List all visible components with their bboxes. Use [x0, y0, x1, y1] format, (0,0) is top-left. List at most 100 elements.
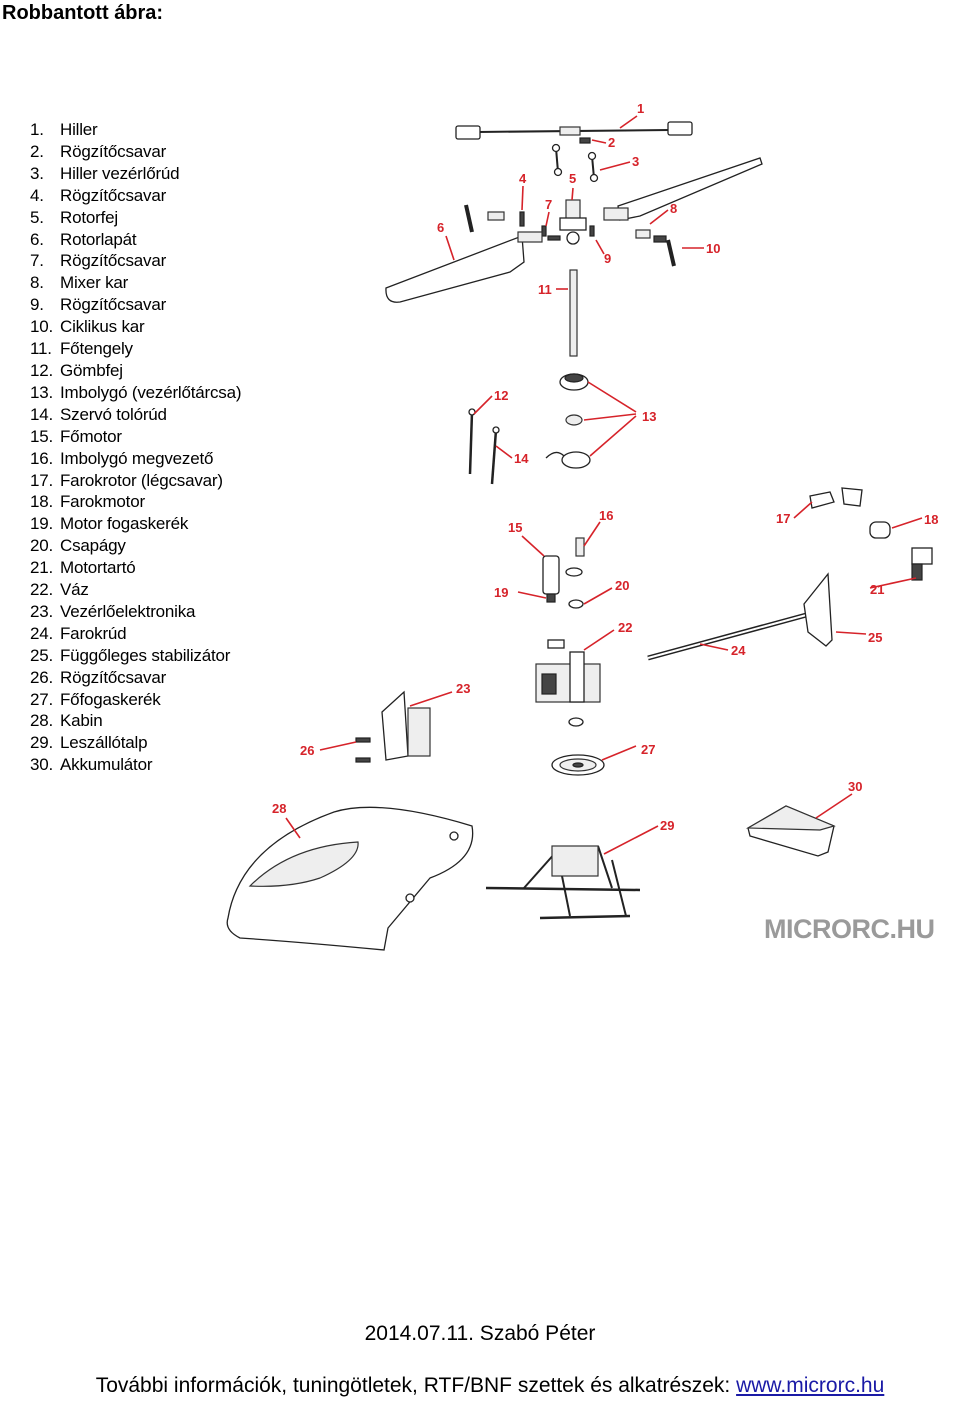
part-name: Farokmotor	[60, 492, 145, 512]
frame-screw-parts	[355, 737, 371, 763]
rotor-blade-left-part	[385, 204, 543, 303]
part-number: 26.	[30, 667, 54, 687]
main-frame-part	[535, 639, 601, 727]
part-name: Rotorfej	[60, 207, 118, 227]
swashplate-part	[545, 373, 591, 469]
callout-20: 20	[615, 578, 629, 593]
part-name: Motor fogaskerék	[60, 514, 189, 534]
part-name: Motortartó	[60, 558, 136, 578]
parts-list-item: 21. Motortartó	[30, 557, 241, 579]
swash-guide-part	[565, 537, 585, 609]
part-name: Rotorlapát	[60, 229, 137, 249]
callout-17: 17	[776, 511, 790, 526]
part-number: 7.	[30, 251, 44, 271]
main-gear-part	[551, 754, 605, 776]
parts-list-item: 29. Leszállótalp	[30, 732, 241, 754]
part-name: Rögzítőcsavar	[60, 667, 167, 687]
parts-list-item: 13. Imbolygó (vezérlőtárcsa)	[30, 382, 242, 404]
part-number: 23.	[30, 601, 54, 621]
battery-part	[745, 805, 836, 857]
parts-list-item: 6. Rotorlapát	[30, 229, 241, 251]
control-electronics-part	[381, 690, 431, 761]
footer-date-author: 2014.07.11. Szabó Péter	[364, 1322, 596, 1345]
part-number: 14.	[30, 404, 54, 424]
part-number: 30.	[30, 755, 54, 775]
part-name: Rögzítőcsavar	[60, 251, 167, 271]
part-number: 16.	[30, 448, 54, 468]
part-number: 11.	[30, 339, 52, 359]
callout-27: 27	[641, 742, 655, 757]
part-number: 21.	[30, 558, 54, 578]
part-name: Farokrotor (légcsavar)	[60, 470, 223, 490]
vertical-stabilizer-part	[803, 572, 833, 647]
parts-list-item: 2.Rögzítőcsavar	[30, 141, 241, 163]
part-name: Gömbfej	[60, 360, 123, 380]
website-link[interactable]: www.microrc.hu	[736, 1374, 885, 1397]
parts-list-item: 27.Főfogaskerék	[30, 689, 241, 711]
callout-14: 14	[514, 451, 529, 466]
callout-28: 28	[272, 801, 286, 816]
part-name: Vezérlőelektronika	[60, 601, 196, 621]
part-name: Főtengely	[60, 339, 133, 359]
callout-15: 15	[508, 520, 522, 535]
part-name: Ciklikus kar	[60, 317, 145, 337]
parts-list-item: 24. Farokrúd	[30, 623, 241, 645]
part-number: 1.	[30, 120, 44, 139]
part-number: 22.	[30, 580, 54, 600]
part-number: 15.	[30, 426, 54, 446]
part-number: 2.	[30, 141, 44, 161]
part-number: 17.	[30, 470, 54, 490]
part-name: Rögzítőcsavar	[60, 295, 167, 315]
callout-12: 12	[494, 388, 508, 403]
main-motor-part	[542, 555, 560, 603]
part-number: 29.	[30, 733, 54, 753]
hiller-flybar-part	[455, 121, 693, 140]
parts-list-item: 19.Motor fogaskerék	[30, 513, 241, 535]
callout-2: 2	[608, 135, 615, 150]
cyclic-arm-part	[666, 239, 676, 267]
parts-list-item: 18.Farokmotor	[30, 491, 241, 513]
tail-rotor-part	[809, 487, 863, 509]
callout-16: 16	[599, 508, 613, 523]
canopy-part	[226, 806, 474, 951]
parts-list-item: 8.Mixer kar	[30, 272, 241, 294]
callout-7: 7	[545, 197, 552, 212]
part-name: Farokrúd	[60, 623, 127, 643]
leader-lines	[285, 115, 923, 855]
parts-list-item: 17. Farokrotor (légcsavar)	[30, 470, 241, 492]
part-name: Hiller vezérlőrúd	[60, 163, 180, 183]
tail-motor-part	[869, 521, 891, 539]
part-number: 8.	[30, 273, 44, 293]
callout-9: 9	[604, 251, 611, 266]
callout-23: 23	[456, 681, 470, 696]
part-name: Akkumulátor	[60, 755, 153, 775]
callout-18: 18	[924, 512, 938, 527]
callout-4: 4	[519, 171, 527, 186]
part-number: 24.	[30, 623, 54, 643]
callout-labels: 1 2 3 4 5 6 7 8 9 10 11 12 13 14 15 16 1…	[272, 101, 938, 833]
page-title: Robbantott ábra:	[2, 2, 164, 24]
part-name: Szervó tolórúd	[60, 404, 167, 424]
mixer-arm-part	[635, 229, 667, 243]
part-number: 3.	[30, 163, 44, 183]
exploded-diagram: 1 2 3 4 5 6 7 8 9 10 11 12 13 14 15 16 1…	[226, 101, 938, 951]
part-name: Imbolygó (vezérlőtárcsa)	[60, 382, 242, 402]
part-number: 9.	[30, 295, 44, 315]
parts-list-item: 23. Vezérlőelektronika	[30, 601, 241, 623]
parts-list-item: 10. Ciklikus kar	[30, 316, 241, 338]
parts-list-item: 9. Rögzítőcsavar	[30, 294, 241, 316]
landing-gear-part	[485, 845, 641, 920]
callout-11: 11	[538, 282, 552, 297]
tail-boom-part	[647, 611, 811, 661]
watermark-logo: MICRORC.HU	[764, 914, 935, 944]
hiller-link-parts	[551, 137, 599, 183]
parts-list-item: 7. Rögzítőcsavar	[30, 250, 241, 272]
part-number: 13.	[30, 382, 54, 402]
part-number: 6.	[30, 229, 44, 249]
part-name: Imbolygó megvezető	[60, 448, 214, 468]
part-name: Főmotor	[60, 426, 122, 446]
part-name: Leszállótalp	[60, 733, 148, 753]
part-name: Hiller	[60, 120, 98, 139]
parts-list-item: 30. Akkumulátor	[30, 754, 241, 776]
part-number: 10.	[30, 317, 54, 337]
